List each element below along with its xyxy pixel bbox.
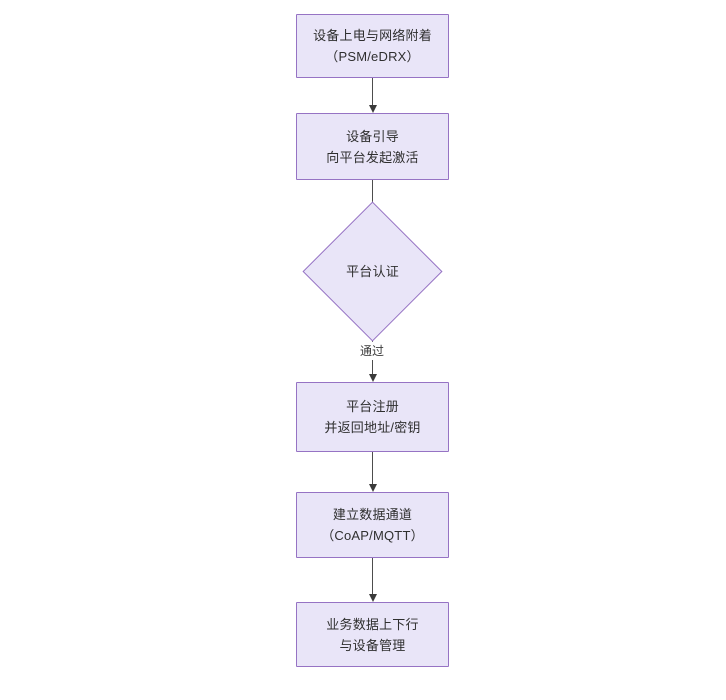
node-device-bootstrap-label: 设备引导 向平台发起激活 — [326, 128, 419, 165]
node-power-on-label: 设备上电与网络附着 （PSM/eDRX） — [313, 28, 432, 64]
edge-label-pass: 通过 — [356, 342, 388, 360]
node-data-channel[interactable]: 建立数据通道 （CoAP/MQTT） — [296, 492, 449, 558]
edge-device-bootstrap-to-platform-auth — [372, 180, 373, 214]
node-power-on[interactable]: 设备上电与网络附着 （PSM/eDRX） — [296, 14, 449, 78]
node-platform-auth[interactable]: 平台认证 — [302, 201, 443, 342]
node-platform-auth-label: 平台认证 — [346, 264, 399, 279]
edge-data-channel-to-business-data — [372, 558, 373, 594]
node-business-data[interactable]: 业务数据上下行 与设备管理 — [296, 602, 449, 667]
edge-power-on-to-device-bootstrap — [372, 78, 373, 105]
node-platform-register-label: 平台注册 并返回地址/密钥 — [324, 399, 421, 435]
node-platform-register[interactable]: 平台注册 并返回地址/密钥 — [296, 382, 449, 452]
edge-arrow-data-channel — [368, 484, 377, 492]
node-device-bootstrap[interactable]: 设备引导 向平台发起激活 — [296, 113, 449, 180]
node-data-channel-label: 建立数据通道 （CoAP/MQTT） — [321, 507, 424, 543]
edge-arrow-platform-register — [368, 374, 377, 382]
edge-platform-register-to-data-channel — [372, 452, 373, 484]
edge-arrow-business-data — [368, 594, 377, 602]
node-business-data-label: 业务数据上下行 与设备管理 — [326, 616, 419, 653]
edge-arrow-device-bootstrap — [368, 105, 377, 113]
